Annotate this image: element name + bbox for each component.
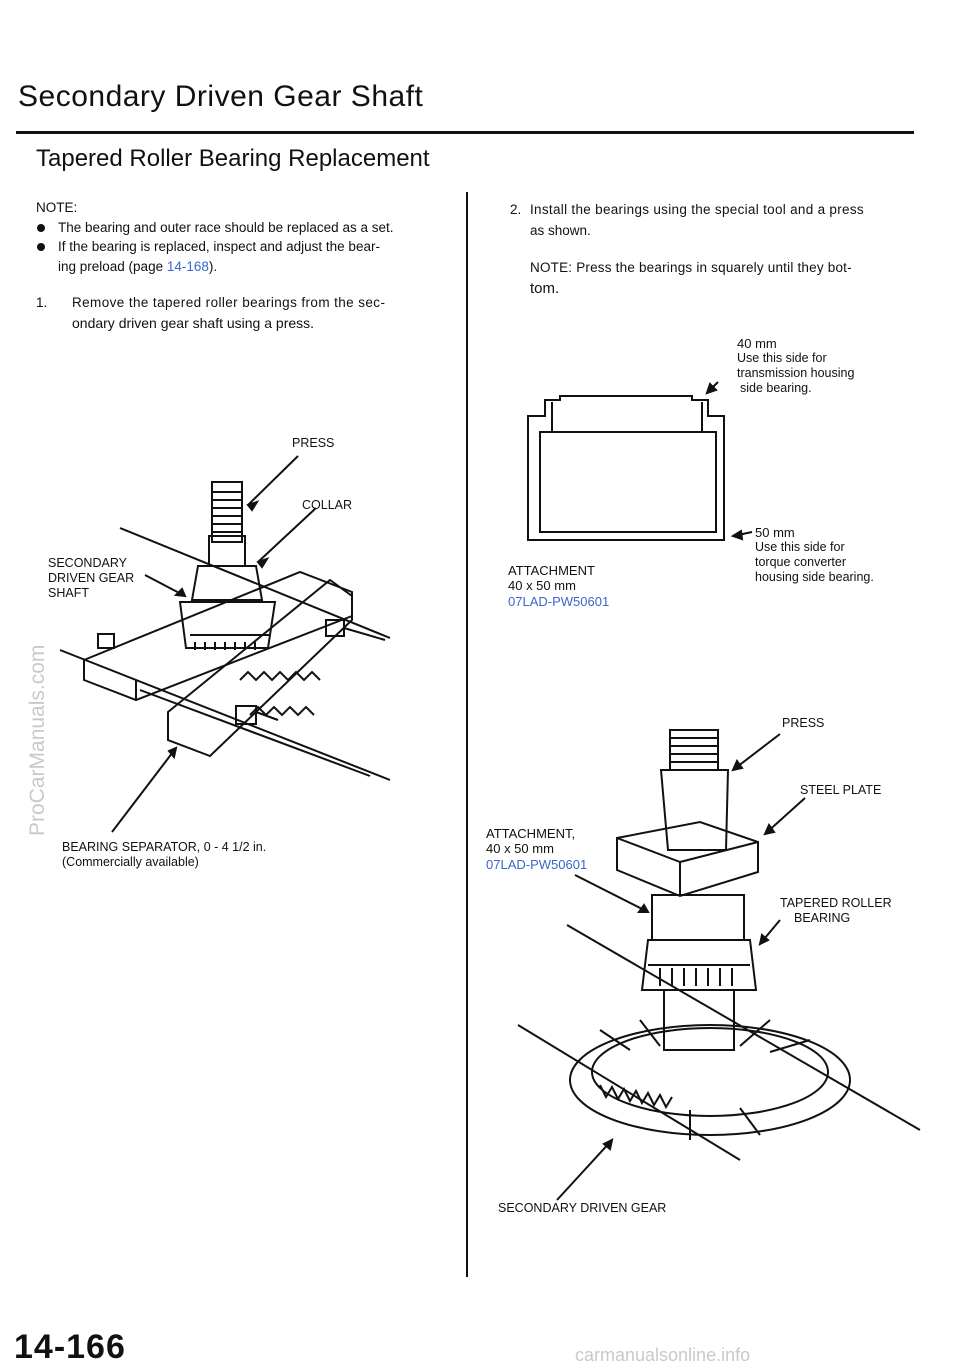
fig2-size-50: 50 mm (755, 525, 795, 540)
step-2-line-2: as shown. (530, 223, 591, 238)
bullet-dot-icon (37, 243, 45, 251)
fig2-size-50-desc-3: housing side bearing. (755, 570, 874, 584)
bullet-2-suffix: ). (208, 259, 218, 274)
note-bullet-2: If the bearing is replaced, inspect and … (58, 239, 380, 254)
fig1-label-shaft-2: DRIVEN GEAR (48, 571, 135, 585)
step-2-line-1: Install the bearings using the special t… (530, 202, 864, 217)
fig2-attachment-label-2: 40 x 50 mm (508, 578, 576, 593)
fig2-size-40: 40 mm (737, 336, 777, 351)
step-1-line-1: Remove the tapered roller bearings from … (72, 295, 386, 310)
fig2-size-40-desc-1: Use this side for (737, 351, 827, 365)
fig2-attachment-label-1: ATTACHMENT (508, 563, 595, 578)
bullet-dot-icon (37, 224, 45, 232)
fig3-label-press: PRESS (782, 716, 825, 730)
note-line-1: NOTE: Press the bearings in squarely unt… (530, 260, 852, 275)
fig1-label-press: PRESS (292, 436, 335, 450)
fig2-size-40-desc-2: transmission housing (737, 366, 855, 380)
watermark-bottom: carmanualsonline.info (575, 1345, 751, 1365)
fig2-size-50-desc-2: torque converter (755, 555, 847, 569)
note-heading: NOTE: (36, 200, 78, 215)
fig1-label-collar: COLLAR (302, 498, 353, 512)
step-1-number: 1. (36, 295, 48, 310)
page-number: 14-166 (14, 1328, 126, 1366)
fig1-label-shaft-3: SHAFT (48, 586, 89, 600)
page-ref-link[interactable]: 14-168 (166, 259, 209, 274)
fig3-label-steel-plate: STEEL PLATE (800, 783, 882, 797)
fig2-size-40-desc-3: side bearing. (740, 381, 812, 395)
fig3-label-gear: SECONDARY DRIVEN GEAR (498, 1201, 667, 1215)
fig1-label-shaft-1: SECONDARY (48, 556, 127, 570)
section-subtitle: Tapered Roller Bearing Replacement (36, 145, 430, 172)
fig3-attachment-part-link[interactable]: 07LAD-PW50601 (486, 857, 588, 872)
note-line-2: tom. (530, 280, 560, 297)
watermark-left: ProCarManuals.com (26, 644, 49, 836)
fig1-label-separator-2: (Commercially available) (62, 855, 199, 869)
fig2-attachment-part-link[interactable]: 07LAD-PW50601 (508, 594, 610, 609)
fig3-attachment-label-1: ATTACHMENT, (486, 826, 576, 841)
page-title: Secondary Driven Gear Shaft (18, 80, 424, 113)
fig3-label-bearing-2: BEARING (794, 911, 851, 925)
fig1-label-separator-1: BEARING SEPARATOR, 0 - 4 1/2 in. (62, 840, 267, 854)
fig3-label-bearing-1: TAPERED ROLLER (780, 896, 892, 910)
step-1-line-2: ondary driven gear shaft using a press. (72, 315, 315, 331)
note-bullet-2-cont: ing preload (page 14-168). (58, 258, 217, 276)
note-bullet-1: The bearing and outer race should be rep… (58, 220, 394, 235)
column-separator (466, 192, 468, 1277)
bullet-2-prefix: ing preload (page (58, 259, 167, 274)
fig3-attachment-label-2: 40 x 50 mm (486, 841, 554, 856)
fig2-size-50-desc-1: Use this side for (755, 540, 845, 554)
step-2-number: 2. (510, 202, 522, 217)
title-rule (16, 131, 914, 134)
